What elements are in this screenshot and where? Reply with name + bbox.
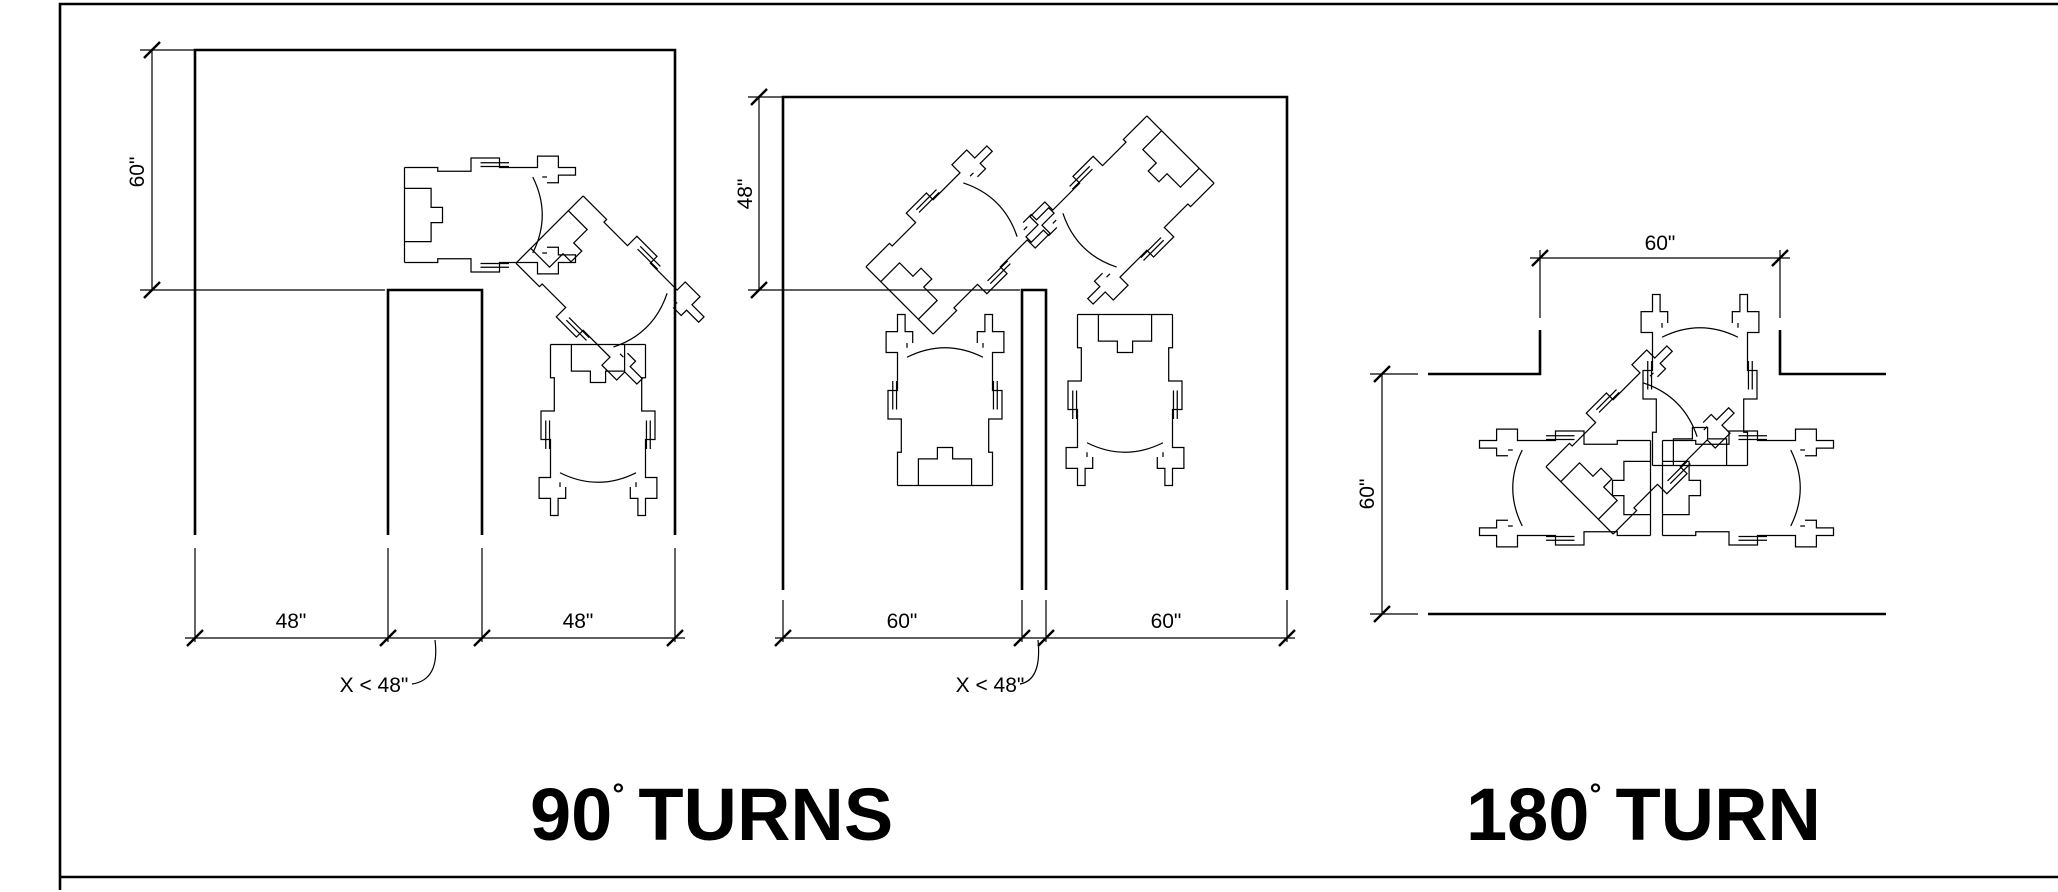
degree-symbol: ° bbox=[1589, 778, 1602, 811]
corridor-outer-wall bbox=[781, 95, 1289, 590]
dim-height-label: 60" bbox=[126, 157, 149, 188]
clearance-note: X < 48" bbox=[956, 674, 1025, 697]
title-180-number: 180 bbox=[1466, 773, 1590, 856]
dim-right-label: 48" bbox=[563, 610, 594, 633]
dim-height-label: 60" bbox=[1356, 479, 1379, 510]
wheelchair-icon bbox=[403, 155, 713, 517]
dim-right-label: 60" bbox=[1151, 610, 1182, 633]
dim-width-label: 60" bbox=[1645, 232, 1676, 255]
diagram-90-turn-60: 48" 60" 60" X < 48" bbox=[734, 88, 1296, 697]
title-180-turn: 180°TURN bbox=[1466, 778, 1821, 852]
dim-left-label: 60" bbox=[887, 610, 918, 633]
diagram-90-turn-48: 60" 48" 48" X < 48" bbox=[126, 41, 713, 697]
corridor-upper-wall bbox=[1428, 330, 1886, 376]
corridor-outer-wall bbox=[193, 48, 677, 535]
degree-symbol: ° bbox=[612, 778, 625, 811]
corridor-inner-wall bbox=[1020, 288, 1048, 590]
wheelchair-icon bbox=[857, 107, 1223, 487]
diagram-180-turn: 60" 60" bbox=[1356, 232, 1886, 623]
dim-height-label: 48" bbox=[734, 179, 757, 210]
title-180-text: TURN bbox=[1615, 773, 1821, 856]
dim-left-label: 48" bbox=[276, 610, 307, 633]
corridor-inner-wall bbox=[386, 288, 484, 535]
title-90-turns: 90°TURNS bbox=[530, 778, 893, 852]
title-90-number: 90 bbox=[530, 773, 613, 856]
title-90-text: TURNS bbox=[638, 773, 894, 856]
clearance-note: X < 48" bbox=[340, 674, 409, 697]
